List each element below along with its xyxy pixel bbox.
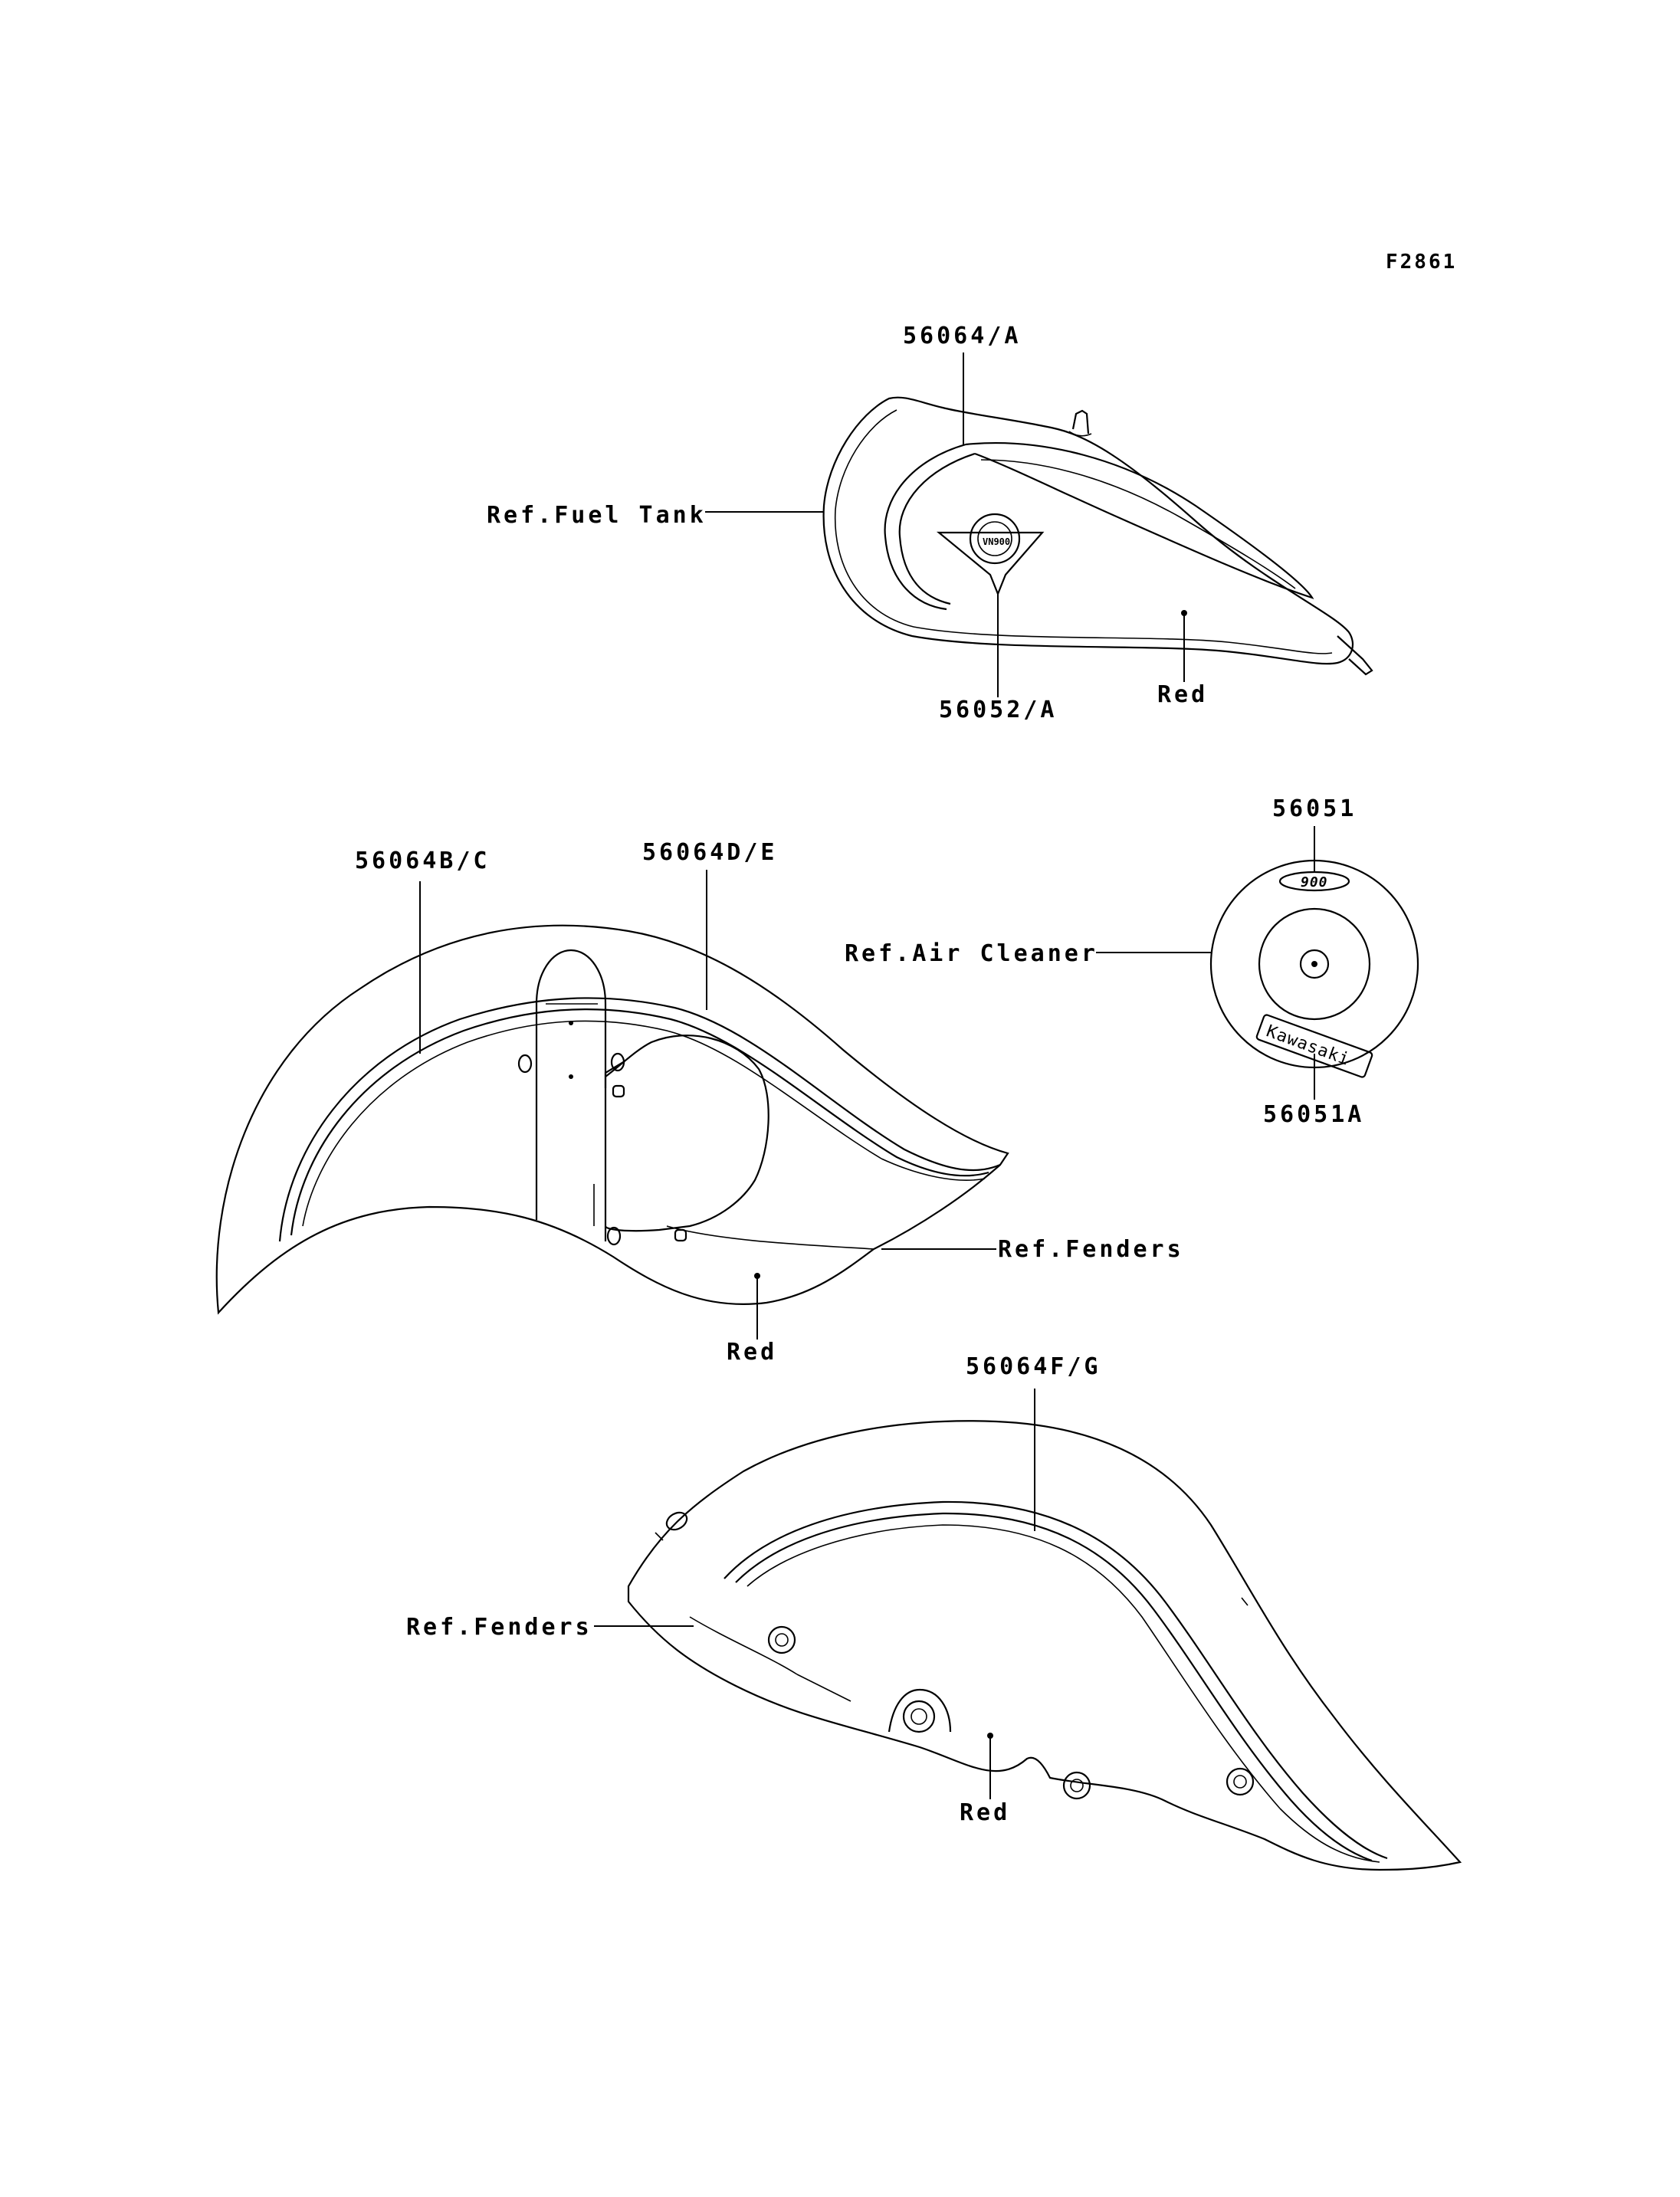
rear-fender-ref-label: Ref.Fenders: [406, 1614, 592, 1641]
rear-fender-holes: [767, 1625, 1255, 1800]
air-cleaner-top-label: 56051: [1272, 795, 1357, 822]
rear-fender: [627, 1420, 1462, 1871]
air-cleaner-bottom-label: 56051A: [1263, 1101, 1364, 1128]
front-fender-ref-label: Ref.Fenders: [998, 1236, 1184, 1263]
front-fender-stripe-label-left: 56064B/C: [355, 848, 491, 874]
tank-stripe-label: 56064/A: [903, 323, 1021, 349]
air-cleaner: 900 Kawasaki: [1209, 859, 1419, 1078]
tank-color-label: Red: [1157, 681, 1208, 708]
front-fender-stripe-label-right: 56064D/E: [642, 839, 778, 866]
air-cleaner-top-emblem: 900: [1278, 871, 1350, 892]
fuel-tank: VN900: [822, 396, 1373, 676]
tank-emblem-label: 56052/A: [939, 697, 1057, 723]
front-fender-color-label: Red: [727, 1339, 777, 1366]
air-cleaner-top-emblem-text: 900: [1301, 874, 1328, 890]
tank-ref-label: Ref.Fuel Tank: [487, 502, 707, 529]
air-cleaner-ref-label: Ref.Air Cleaner: [845, 940, 1098, 967]
front-fender: [215, 924, 1009, 1315]
tank-emblem: VN900: [936, 513, 1045, 596]
figure-code: F2861: [1386, 251, 1457, 274]
rear-fender-stripe-label: 56064F/G: [966, 1353, 1101, 1380]
tank-emblem-text: VN900: [983, 536, 1010, 547]
rear-fender-color-label: Red: [960, 1799, 1010, 1826]
